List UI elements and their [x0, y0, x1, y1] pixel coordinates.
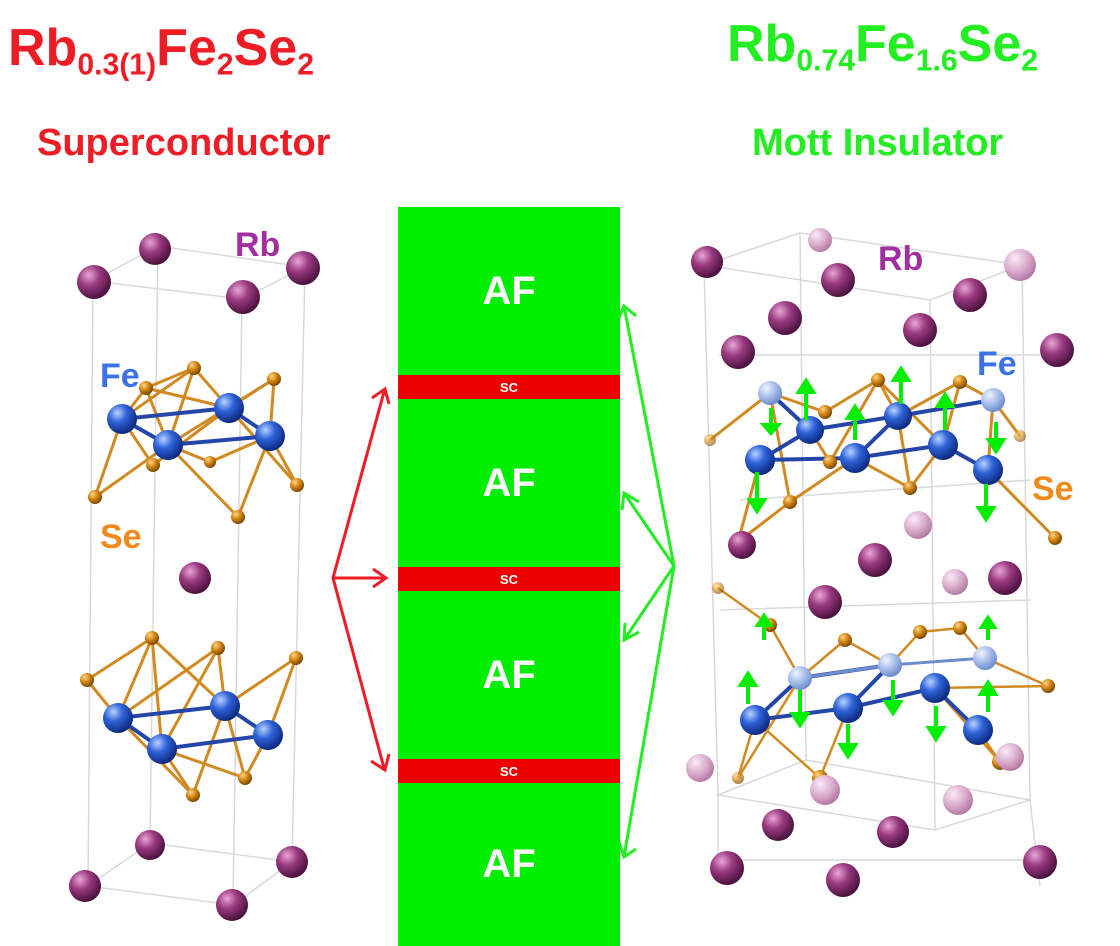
af-layer: AF: [398, 783, 620, 946]
right-rb-label: Rb: [878, 240, 924, 278]
right-lower-back-fe-bonds: [799, 656, 986, 680]
left-fe-label: Fe: [100, 357, 140, 395]
left-crystal-structure: [69, 233, 320, 921]
af-layer: AF: [398, 399, 620, 567]
right-fe-atoms: [740, 381, 1005, 745]
right-crystal-structure: [686, 228, 1074, 897]
left-connection-arrows: [331, 386, 391, 773]
right-fe-label: Fe: [977, 345, 1017, 383]
right-formula: Rb0.74Fe1.6Se2: [727, 15, 1039, 78]
left-phase-label: Superconductor: [37, 122, 331, 164]
left-rb-label: Rb: [235, 226, 281, 264]
sc-layer: SC: [398, 567, 620, 591]
left-fe-atoms: [103, 393, 285, 764]
right-unit-cell: [703, 232, 1041, 887]
left-formula: Rb0.3(1)Fe2Se2: [8, 19, 314, 82]
right-se-label: Se: [1032, 470, 1074, 508]
phase-separation-stack: AF SC AF SC AF SC AF: [398, 207, 620, 946]
spin-arrow-icon: [737, 365, 1007, 760]
right-phase-label: Mott Insulator: [752, 122, 1004, 164]
left-se-label: Se: [100, 518, 142, 556]
right-rb-atoms: [686, 228, 1074, 897]
left-se-atoms: [80, 361, 304, 802]
sc-layer: SC: [398, 375, 620, 399]
right-connection-arrows: [616, 303, 676, 860]
sc-layer: SC: [398, 759, 620, 783]
af-layer: AF: [398, 591, 620, 759]
left-rb-atoms: [69, 233, 320, 921]
af-layer: AF: [398, 207, 620, 375]
right-upper-fe-bonds: [758, 391, 994, 472]
